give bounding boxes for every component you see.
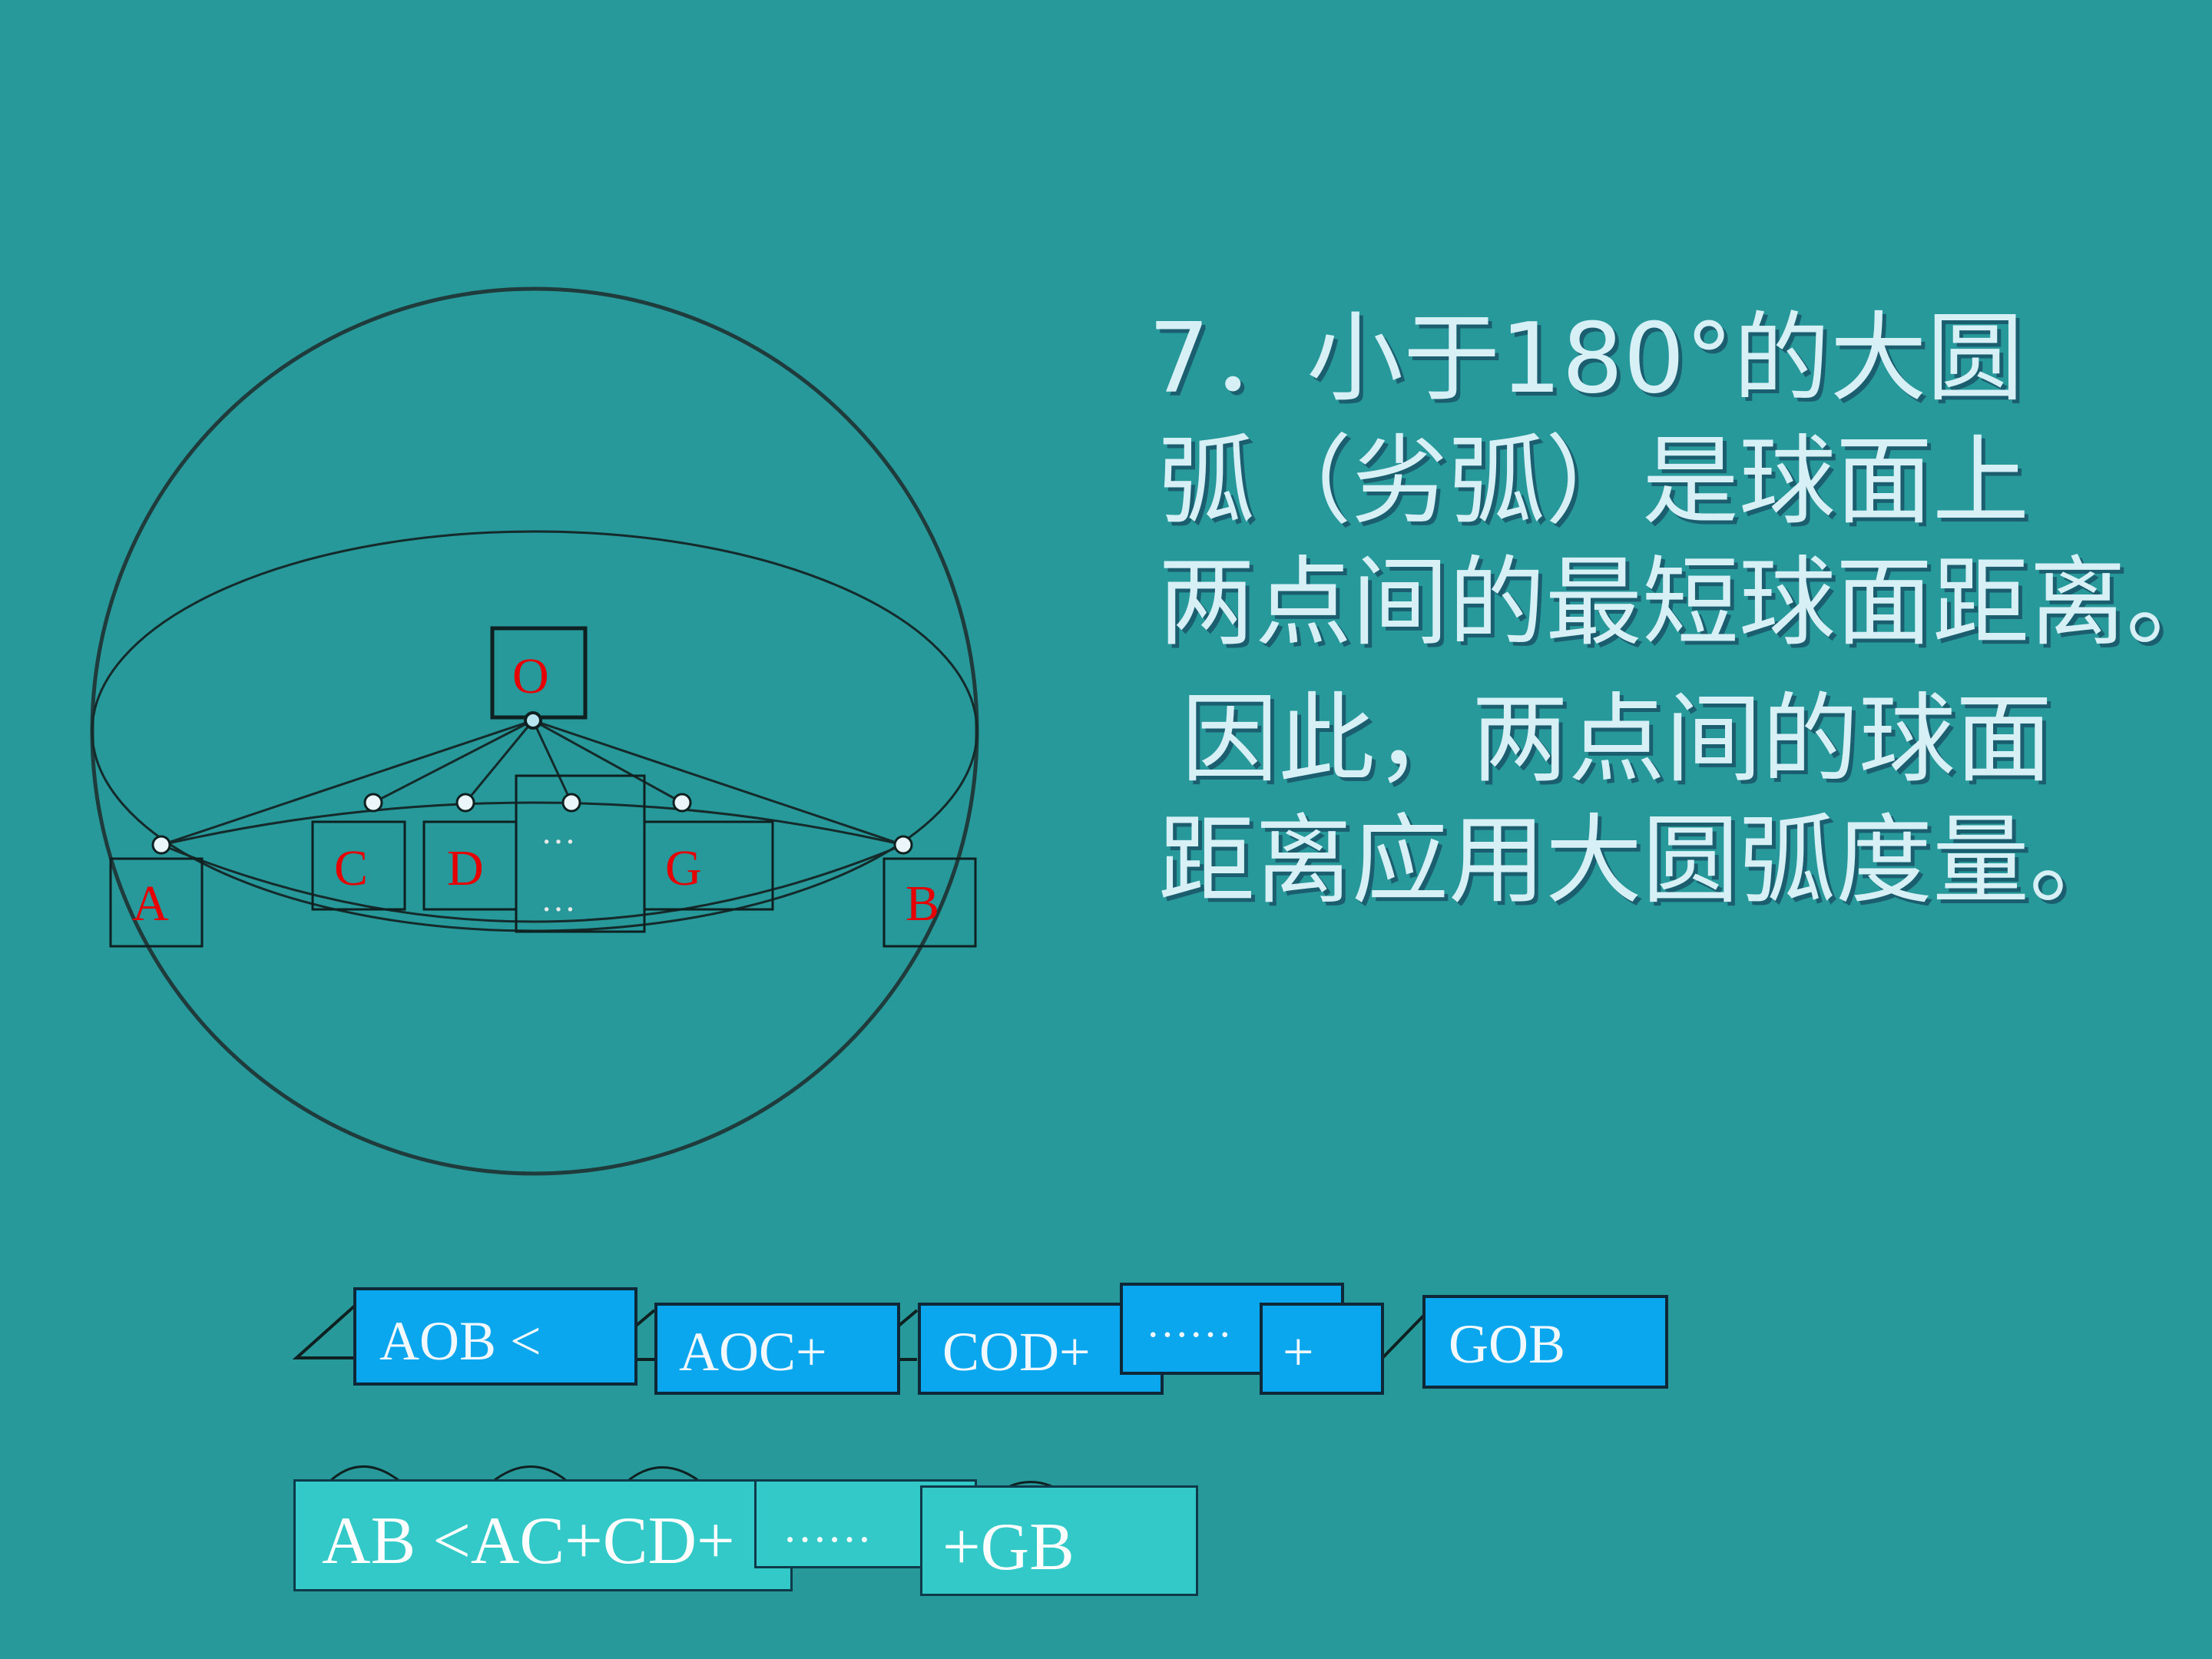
- angle-term-GOB-text: GOB: [1449, 1313, 1566, 1375]
- label-boxes: [109, 626, 977, 948]
- statement-line-1: 7．小于180°的大圆: [1148, 302, 2024, 415]
- center-point-O: [524, 711, 542, 730]
- angle-term-AOC: AOC+: [654, 1303, 900, 1395]
- label-A: A: [132, 876, 169, 932]
- angle-term-COD-text: COD+: [942, 1321, 1091, 1382]
- arc-sum-box: AB <AC+CD+: [293, 1479, 793, 1591]
- label-B: B: [906, 876, 940, 932]
- angle-term-AOC-text: AOC+: [679, 1321, 827, 1382]
- statement-line-2: 弧（劣弧）是球面上: [1158, 425, 2029, 538]
- ellipsis-label-top: …: [541, 812, 579, 851]
- angle-term-GOB: GOB: [1422, 1295, 1668, 1389]
- angle-term-plus: +: [1260, 1303, 1384, 1395]
- great-circle-arc-lower: [161, 843, 904, 923]
- ellipsis-label-bottom: …: [541, 879, 579, 919]
- statement-line-4: 因此，两点间的球面: [1181, 683, 2052, 796]
- radius-lines: [161, 719, 904, 846]
- angle-term-plus-text: +: [1283, 1321, 1314, 1382]
- equator-ellipse: [91, 530, 979, 932]
- arc-GB-box: +GB: [920, 1485, 1198, 1596]
- angle-term-AOB-text: AOB <: [379, 1310, 541, 1372]
- arc-points: [151, 793, 913, 855]
- angle-term-AOB: AOB <: [353, 1287, 637, 1386]
- statement-line-5: 距离应用大圆弧度量。: [1158, 804, 2126, 917]
- great-circle-arc-upper: [161, 801, 904, 846]
- arc-ellipsis-text: ……: [783, 1502, 872, 1551]
- statement-line-3: 两点间的最短球面距离。: [1158, 546, 2212, 659]
- angle-term-ellipsis-text: ……: [1146, 1299, 1232, 1346]
- label-G: G: [665, 840, 702, 896]
- label-D: D: [447, 840, 484, 896]
- label-C: C: [334, 840, 369, 896]
- label-O: O: [512, 648, 549, 704]
- arc-GB-text: +GB: [942, 1510, 1075, 1584]
- sphere-outline: [90, 286, 979, 1176]
- arc-sum-text: AB <AC+CD+: [322, 1504, 735, 1578]
